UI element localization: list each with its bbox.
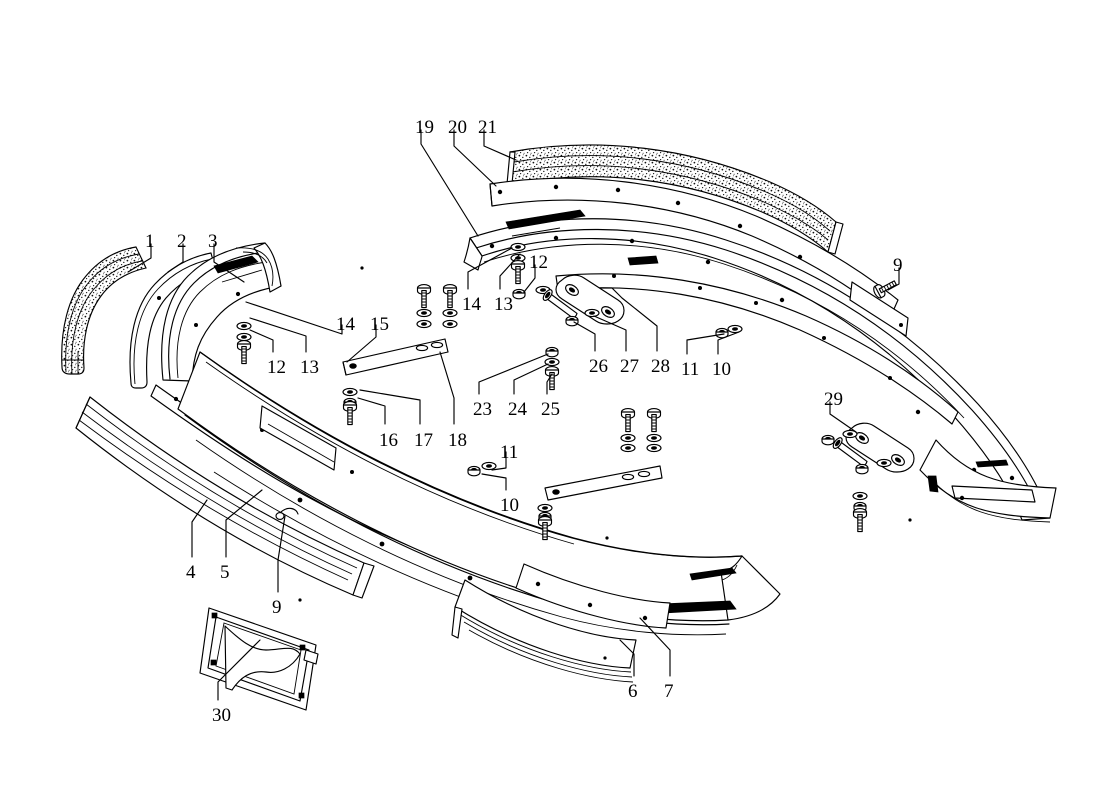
callout-30: 30 xyxy=(212,705,231,726)
part-29-bracket-assembly-right xyxy=(821,422,915,533)
scan-artifacts xyxy=(298,266,912,660)
callout-4: 4 xyxy=(186,562,196,583)
callout-9-lower: 9 xyxy=(272,597,282,618)
callout-16: 16 xyxy=(379,430,398,451)
callout-10-center: 10 xyxy=(500,495,519,516)
hardware-group-bolts-upper-left xyxy=(416,284,458,329)
part-1-bumper-end-rubber xyxy=(61,246,147,375)
callout-20: 20 xyxy=(448,117,467,138)
leader-lines xyxy=(127,129,900,701)
part-19-upper-chrome-bumper xyxy=(463,209,1057,523)
callout-15: 15 xyxy=(370,314,389,335)
part-3-bumper-end-chrome xyxy=(161,242,282,382)
callout-5: 5 xyxy=(220,562,230,583)
part-15-mounting-bar-left xyxy=(342,338,449,376)
callout-13-left: 13 xyxy=(300,357,319,378)
callout-13-upper: 13 xyxy=(494,294,513,315)
callout-10-upper: 10 xyxy=(712,359,731,380)
upper-inner-reinforcement-bar xyxy=(555,255,959,425)
upper-small-flange xyxy=(849,281,909,337)
mounting-bar-right-lower xyxy=(544,465,663,501)
callout-12-left: 12 xyxy=(267,357,286,378)
callout-21: 21 xyxy=(478,117,497,138)
callout-24: 24 xyxy=(508,399,527,420)
callout-1: 1 xyxy=(145,231,155,252)
callout-25: 25 xyxy=(541,399,560,420)
callout-9-upper: 9 xyxy=(893,255,903,276)
part-7-main-bumper-lower xyxy=(177,351,781,636)
part-30-license-plate-panel xyxy=(199,607,319,711)
hardware-clip-9-lower xyxy=(275,507,299,520)
callout-3: 3 xyxy=(208,231,218,252)
callout-14-left: 14 xyxy=(336,314,355,335)
callout-28: 28 xyxy=(651,356,670,377)
hardware-group-12-13-left xyxy=(236,321,252,365)
callout-18: 18 xyxy=(448,430,467,451)
hardware-group-16-17-18 xyxy=(342,387,358,426)
callout-2: 2 xyxy=(177,231,187,252)
callout-26: 26 xyxy=(589,356,608,377)
part-4-bumper-rubber-bar xyxy=(75,396,375,599)
callout-12-upper: 12 xyxy=(529,252,548,273)
callout-14-upper: 14 xyxy=(462,294,481,315)
callout-23: 23 xyxy=(473,399,492,420)
callout-11-center: 11 xyxy=(500,442,519,463)
callout-27: 27 xyxy=(620,356,639,377)
callout-6: 6 xyxy=(628,681,638,702)
part-28-bracket-assembly-center xyxy=(538,274,625,327)
callout-29: 29 xyxy=(824,389,843,410)
callout-7: 7 xyxy=(664,681,674,702)
callout-11-upper: 11 xyxy=(681,359,700,380)
callout-19: 19 xyxy=(415,117,434,138)
part-6-lower-valance-ribbed xyxy=(451,579,637,683)
center-filler-panel xyxy=(515,563,671,629)
callout-17: 17 xyxy=(414,430,433,451)
